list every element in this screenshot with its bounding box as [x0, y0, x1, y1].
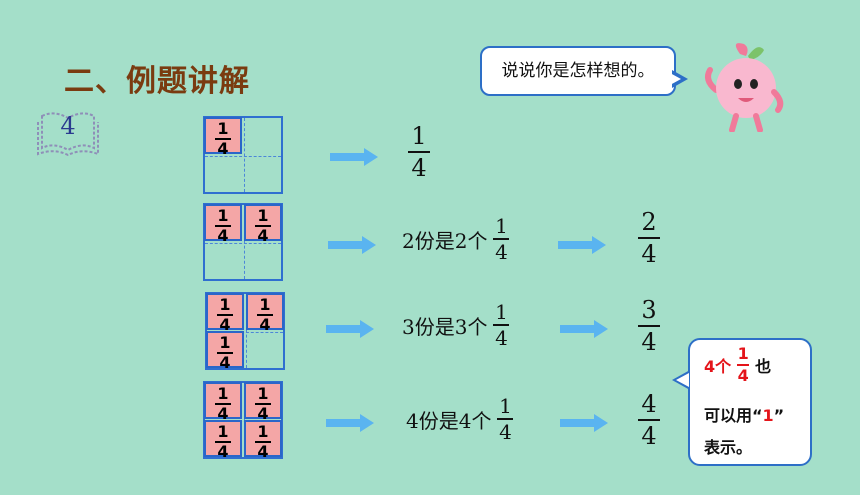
open-book-icon	[37, 112, 99, 157]
right-arrow-icon	[328, 236, 376, 254]
note-prefix: 4个	[704, 357, 732, 376]
right-arrow-icon	[558, 236, 606, 254]
note-line-3: 表示。	[704, 438, 753, 457]
note-bubble-tail-inner	[676, 373, 689, 387]
example-number: 4	[60, 112, 76, 140]
speech-bubble-tail-inner	[670, 73, 681, 85]
note-suffix: 也	[755, 357, 772, 376]
right-arrow-icon	[560, 320, 608, 338]
peach-mascot	[705, 43, 784, 132]
note-highlight: 1	[762, 406, 774, 425]
right-arrow-icon	[326, 320, 374, 338]
right-arrow-icon	[330, 148, 378, 166]
speech-bubble: 说说你是怎样想的。	[480, 46, 676, 96]
row-text: 4份是4个	[406, 408, 492, 433]
note-line-2: 可以用“1”	[704, 406, 785, 425]
row-text: 3份是3个	[402, 314, 488, 339]
right-arrow-icon	[326, 414, 374, 432]
row-text: 2份是2个	[402, 228, 488, 253]
page-title: 二、例题讲解	[64, 64, 250, 99]
right-arrow-icon	[560, 414, 608, 432]
